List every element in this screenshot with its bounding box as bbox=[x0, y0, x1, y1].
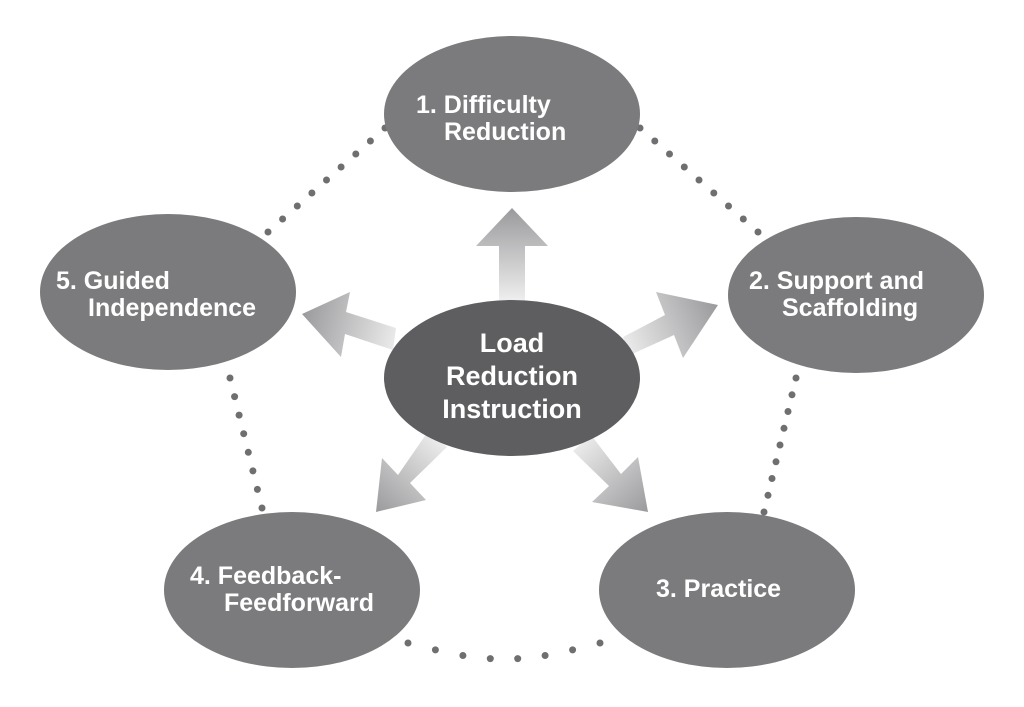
connector-dot bbox=[279, 215, 287, 223]
center-label: Load Reduction Instruction bbox=[412, 327, 612, 426]
guided-independence-label: 5. Guided Independence bbox=[56, 268, 256, 322]
guided-independence-line-1: 5. Guided bbox=[56, 267, 170, 295]
support-scaffolding-line-2: Scaffolding bbox=[782, 294, 919, 322]
connector-dot bbox=[680, 163, 688, 171]
connector-dot bbox=[776, 441, 784, 449]
connector-dot bbox=[764, 491, 772, 499]
connector-dot bbox=[792, 374, 800, 382]
connector-dot bbox=[366, 137, 374, 145]
arrow-to-guided-independence bbox=[302, 292, 396, 357]
connector-dot bbox=[293, 202, 301, 210]
connector-dot bbox=[569, 646, 577, 654]
arrow-to-support-scaffolding bbox=[623, 292, 718, 358]
practice-label: 3. Practice bbox=[656, 576, 781, 603]
arrow-to-practice bbox=[573, 435, 648, 512]
connector-dot bbox=[240, 430, 248, 438]
connector-dot bbox=[541, 652, 549, 659]
connector-dot bbox=[695, 176, 703, 184]
node-practice bbox=[599, 512, 855, 668]
center-label-line-1: Load bbox=[479, 328, 545, 358]
center-label-line-3: Instruction bbox=[442, 394, 582, 424]
node-support-scaffolding bbox=[728, 217, 984, 373]
feedback-feedforward-line-1: 4. Feedback- bbox=[190, 562, 342, 590]
difficulty-reduction-line-2: Reduction bbox=[444, 118, 567, 146]
connector-dot bbox=[666, 150, 673, 158]
node-feedback-feedforward bbox=[164, 512, 420, 668]
connector-dot bbox=[788, 391, 796, 399]
connector-dot bbox=[739, 215, 747, 223]
connector-dot bbox=[235, 411, 243, 419]
connector-dot bbox=[231, 393, 239, 401]
difficulty-reduction-label: 1. Difficulty Reduction bbox=[416, 92, 566, 146]
connector-dot bbox=[249, 467, 257, 475]
connector-dot bbox=[308, 189, 316, 197]
arrow-to-feedback-feedforward bbox=[376, 430, 447, 512]
connector-dot bbox=[337, 163, 345, 171]
connector-dot bbox=[754, 228, 762, 236]
arrow-to-difficulty-reduction bbox=[476, 208, 548, 300]
connector-dot bbox=[710, 189, 718, 197]
connector-dot bbox=[768, 475, 776, 482]
connector-dot bbox=[226, 374, 234, 382]
connector-dot bbox=[264, 228, 272, 236]
connector-dot bbox=[459, 652, 467, 659]
connector-dot bbox=[253, 485, 261, 493]
connector-dot bbox=[244, 448, 252, 456]
connector-dot bbox=[772, 458, 780, 466]
connector-dot bbox=[784, 408, 792, 415]
difficulty-reduction-line-1: 1. Difficulty bbox=[416, 91, 551, 119]
support-scaffolding-line-1: 2. Support and bbox=[749, 267, 924, 295]
feedback-feedforward-label: 4. Feedback- Feedforward bbox=[190, 563, 374, 617]
support-scaffolding-label: 2. Support and Scaffolding bbox=[749, 268, 924, 322]
guided-independence-line-2: Independence bbox=[88, 294, 257, 322]
node-guided-independence bbox=[40, 214, 296, 370]
dotted-connector-ring bbox=[226, 124, 800, 663]
connector-dot bbox=[352, 150, 360, 158]
connector-dot bbox=[404, 639, 412, 647]
connector-dot bbox=[780, 424, 788, 432]
practice-line-1: 3. Practice bbox=[656, 575, 782, 603]
connector-dot bbox=[760, 508, 768, 516]
connector-dot bbox=[725, 202, 732, 210]
connector-dot bbox=[323, 176, 330, 184]
connector-dot bbox=[651, 137, 659, 145]
connector-dot bbox=[596, 639, 604, 647]
connector-dot bbox=[514, 655, 522, 663]
connector-dot bbox=[258, 504, 266, 512]
connector-dot bbox=[486, 655, 494, 663]
center-label-line-2: Reduction bbox=[446, 361, 578, 391]
node-difficulty-reduction bbox=[384, 36, 640, 192]
center-node bbox=[384, 300, 640, 456]
feedback-feedforward-line-2: Feedforward bbox=[224, 589, 375, 617]
connector-dot bbox=[431, 646, 439, 654]
